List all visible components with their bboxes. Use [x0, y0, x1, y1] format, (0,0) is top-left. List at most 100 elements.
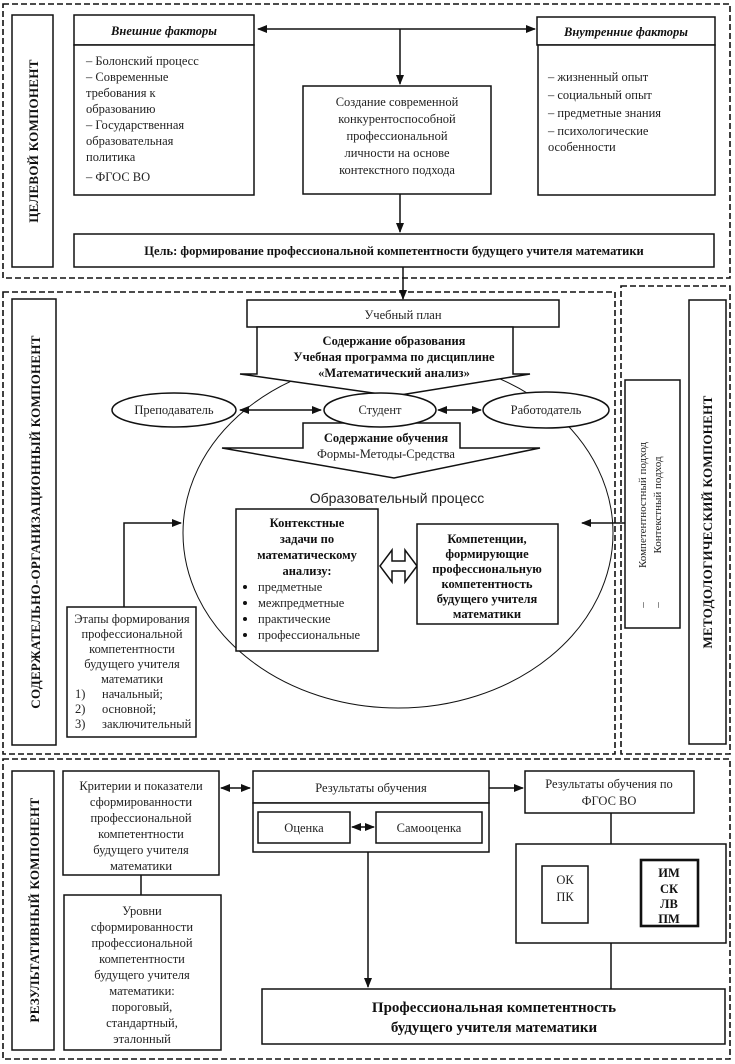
external-factors-title: Внешние факторы — [110, 24, 217, 38]
creation-goal-text: Создание современной конкурентоспособной… — [336, 95, 459, 177]
contextual-tasks-list: предметные межпредметные практические пр… — [243, 580, 361, 642]
approach-marker: – — [637, 602, 649, 609]
content-component-label-box — [11, 298, 57, 746]
stages-title: будущего учителя — [84, 657, 180, 671]
goal-text: Цель: формирование профессиональной комп… — [144, 244, 644, 258]
competencies-line: будущего учителя — [437, 592, 538, 606]
student-ellipse — [323, 392, 437, 428]
competencies-line: формирующие — [445, 547, 529, 561]
double-hollow-arrow-icon — [379, 547, 418, 585]
criteria-line: математики — [110, 859, 172, 873]
contextual-tasks-title: анализу: — [282, 564, 331, 578]
education-content-discipline: «Математический анализ» — [318, 366, 470, 380]
code-sk: СК — [660, 882, 678, 896]
creation-goal-line: конкурентоспособной — [338, 112, 456, 126]
internal-factors-header — [536, 16, 716, 46]
approach-competence: Компетентностный подход — [637, 442, 649, 568]
final-competence-box — [261, 988, 726, 1045]
internal-factors-list: – жизненный опыт – социальный опыт – пре… — [547, 70, 661, 154]
levels-line: Уровни — [122, 904, 162, 918]
curriculum-label: Учебный план — [364, 308, 441, 322]
creation-goal-line: профессиональной — [346, 129, 447, 143]
competencies-line: компетентность — [441, 577, 532, 591]
stage-number: 1) — [75, 687, 85, 701]
result-component-label-box — [11, 770, 55, 1051]
learning-results-box — [252, 770, 490, 804]
codes-box — [639, 858, 700, 928]
external-factor-line: – Болонский процесс — [85, 54, 199, 68]
external-factor-line: требования к — [86, 86, 157, 100]
external-factor-line: политика — [86, 150, 136, 164]
code-lv: ЛВ — [660, 897, 678, 911]
external-factor-line: – Современные — [85, 70, 169, 84]
internal-factor-line: – психологические — [547, 124, 649, 138]
competencies-box — [416, 523, 559, 625]
task-type: межпредметные — [258, 596, 345, 610]
learning-content-title: Содержание обучения — [324, 431, 448, 445]
task-type: практические — [258, 612, 331, 626]
self-assessment-label: Самооценка — [397, 821, 462, 835]
assessment-box — [257, 811, 351, 844]
teacher-ellipse — [111, 392, 237, 428]
education-content-arrow — [239, 326, 531, 397]
employer-ellipse — [482, 391, 610, 429]
internal-factor-line: – предметные знания — [547, 106, 661, 120]
task-type: предметные — [258, 580, 323, 594]
approaches-box — [624, 379, 681, 629]
stages-list: 1) начальный; 2) основной; 3) заключител… — [75, 687, 192, 731]
method-component-label-box — [688, 299, 727, 745]
education-content-title: Содержание образования — [323, 334, 466, 348]
external-factor-line: – Государственная — [85, 118, 184, 132]
target-component-label-box — [11, 14, 54, 268]
criteria-line: будущего учителя — [93, 843, 189, 857]
ok-pk-box — [541, 865, 589, 924]
code-im: ИМ — [658, 866, 680, 880]
internal-factor-line: – жизненный опыт — [547, 70, 649, 84]
levels-line: математики: — [109, 984, 175, 998]
levels-line: эталонный — [113, 1032, 171, 1046]
pk-code: ПК — [556, 890, 574, 904]
result-component-label: РЕЗУЛЬТАТИВНЫЙ КОМПОНЕНТ — [27, 798, 42, 1023]
stages-title: Этапы формирования — [74, 612, 190, 626]
levels-box — [63, 894, 222, 1051]
target-component-label: ЦЕЛЕВОЙ КОМПОНЕНТ — [26, 59, 41, 223]
stage-name: заключительный — [102, 717, 192, 731]
competencies-line: профессиональную — [432, 562, 542, 576]
external-factor-line: образовательная — [86, 134, 174, 148]
creation-goal-line: Создание современной — [336, 95, 459, 109]
stages-box — [66, 606, 197, 738]
stage-number: 3) — [75, 717, 85, 731]
creation-goal-line: личности на основе — [344, 146, 450, 160]
criteria-line: профессиональной — [90, 811, 191, 825]
stages-title: математики — [101, 672, 163, 686]
competencies-line: Компетенции, — [447, 532, 526, 546]
contextual-tasks-title: задачи по — [280, 532, 334, 546]
employer-label: Работодатель — [511, 403, 582, 417]
stages-title: компетентности — [89, 642, 175, 656]
external-factors-box — [73, 44, 255, 196]
curriculum-box — [246, 299, 560, 328]
levels-line: пороговый, — [112, 1000, 173, 1014]
task-type: профессиональные — [258, 628, 361, 642]
internal-factor-line: – социальный опыт — [547, 88, 652, 102]
bullet-icon — [243, 601, 247, 605]
approach-context: Контекстный подход — [652, 456, 664, 553]
final-competence-line: будущего учителя математики — [391, 1020, 598, 1036]
educational-process-label: Образовательный процесс — [310, 490, 484, 506]
teacher-label: Преподаватель — [134, 403, 214, 417]
bullet-icon — [243, 633, 247, 637]
bullet-icon — [243, 585, 247, 589]
assessment-label: Оценка — [284, 821, 324, 835]
creation-goal-line: контекстного подхода — [339, 163, 455, 177]
fgos-results-box — [524, 770, 695, 814]
levels-line: сформированности — [91, 920, 193, 934]
contextual-tasks-title: математическому — [257, 548, 358, 562]
result-component-frame — [2, 758, 731, 1060]
levels-line: компетентности — [99, 952, 185, 966]
contextual-tasks-box — [235, 508, 379, 652]
internal-factors-box — [537, 44, 716, 196]
stage-name: основной; — [102, 702, 156, 716]
fgos-results-line: ФГОС ВО — [582, 794, 637, 808]
final-competence-line: Профессиональная компетентность — [372, 1000, 616, 1016]
